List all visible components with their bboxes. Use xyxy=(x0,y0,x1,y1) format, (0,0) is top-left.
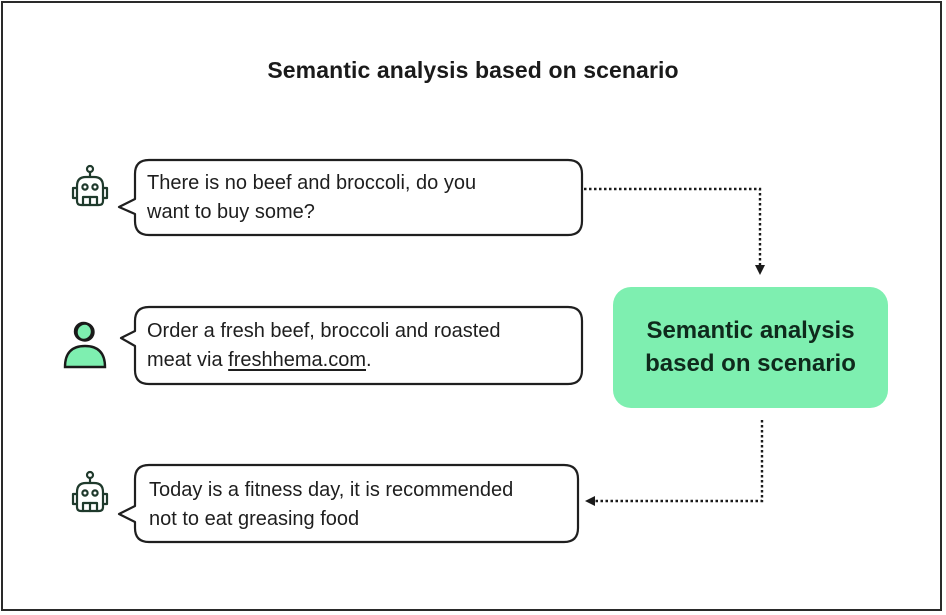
message-text: . xyxy=(366,349,372,371)
speech-bubble-3 xyxy=(117,463,580,544)
message-line: want to buy some? xyxy=(147,201,315,223)
message-line: not to eat greasing food xyxy=(149,508,360,530)
message-user: Order a fresh beef, broccoli and roasted… xyxy=(147,317,501,375)
hub-label-line: based on scenario xyxy=(645,350,856,377)
semantic-analysis-hub xyxy=(613,287,888,408)
speech-bubble-1 xyxy=(117,158,584,237)
hub-label: Semantic analysis based on scenario xyxy=(613,314,888,380)
freshhema-link[interactable]: freshhema.com xyxy=(228,349,366,371)
connector-to-hub xyxy=(584,187,765,275)
message-line: Order a fresh beef, broccoli and roasted xyxy=(147,320,501,342)
message-line: Today is a fitness day, it is recommende… xyxy=(149,479,514,501)
message-robot-2: Today is a fitness day, it is recommende… xyxy=(149,476,513,534)
speech-bubble-2 xyxy=(119,305,584,386)
robot-icon xyxy=(71,470,109,513)
user-icon xyxy=(63,321,107,369)
message-line: There is no beef and broccoli, do you xyxy=(147,172,477,194)
message-robot-1: There is no beef and broccoli, do you wa… xyxy=(147,169,476,227)
message-line: meat via freshhema.com. xyxy=(147,346,501,375)
connector-from-hub xyxy=(585,420,764,506)
robot-icon xyxy=(71,164,109,207)
diagram-title: Semantic analysis based on scenario xyxy=(267,57,679,83)
message-text: meat via xyxy=(147,349,229,371)
hub-label-line: Semantic analysis xyxy=(646,317,855,344)
